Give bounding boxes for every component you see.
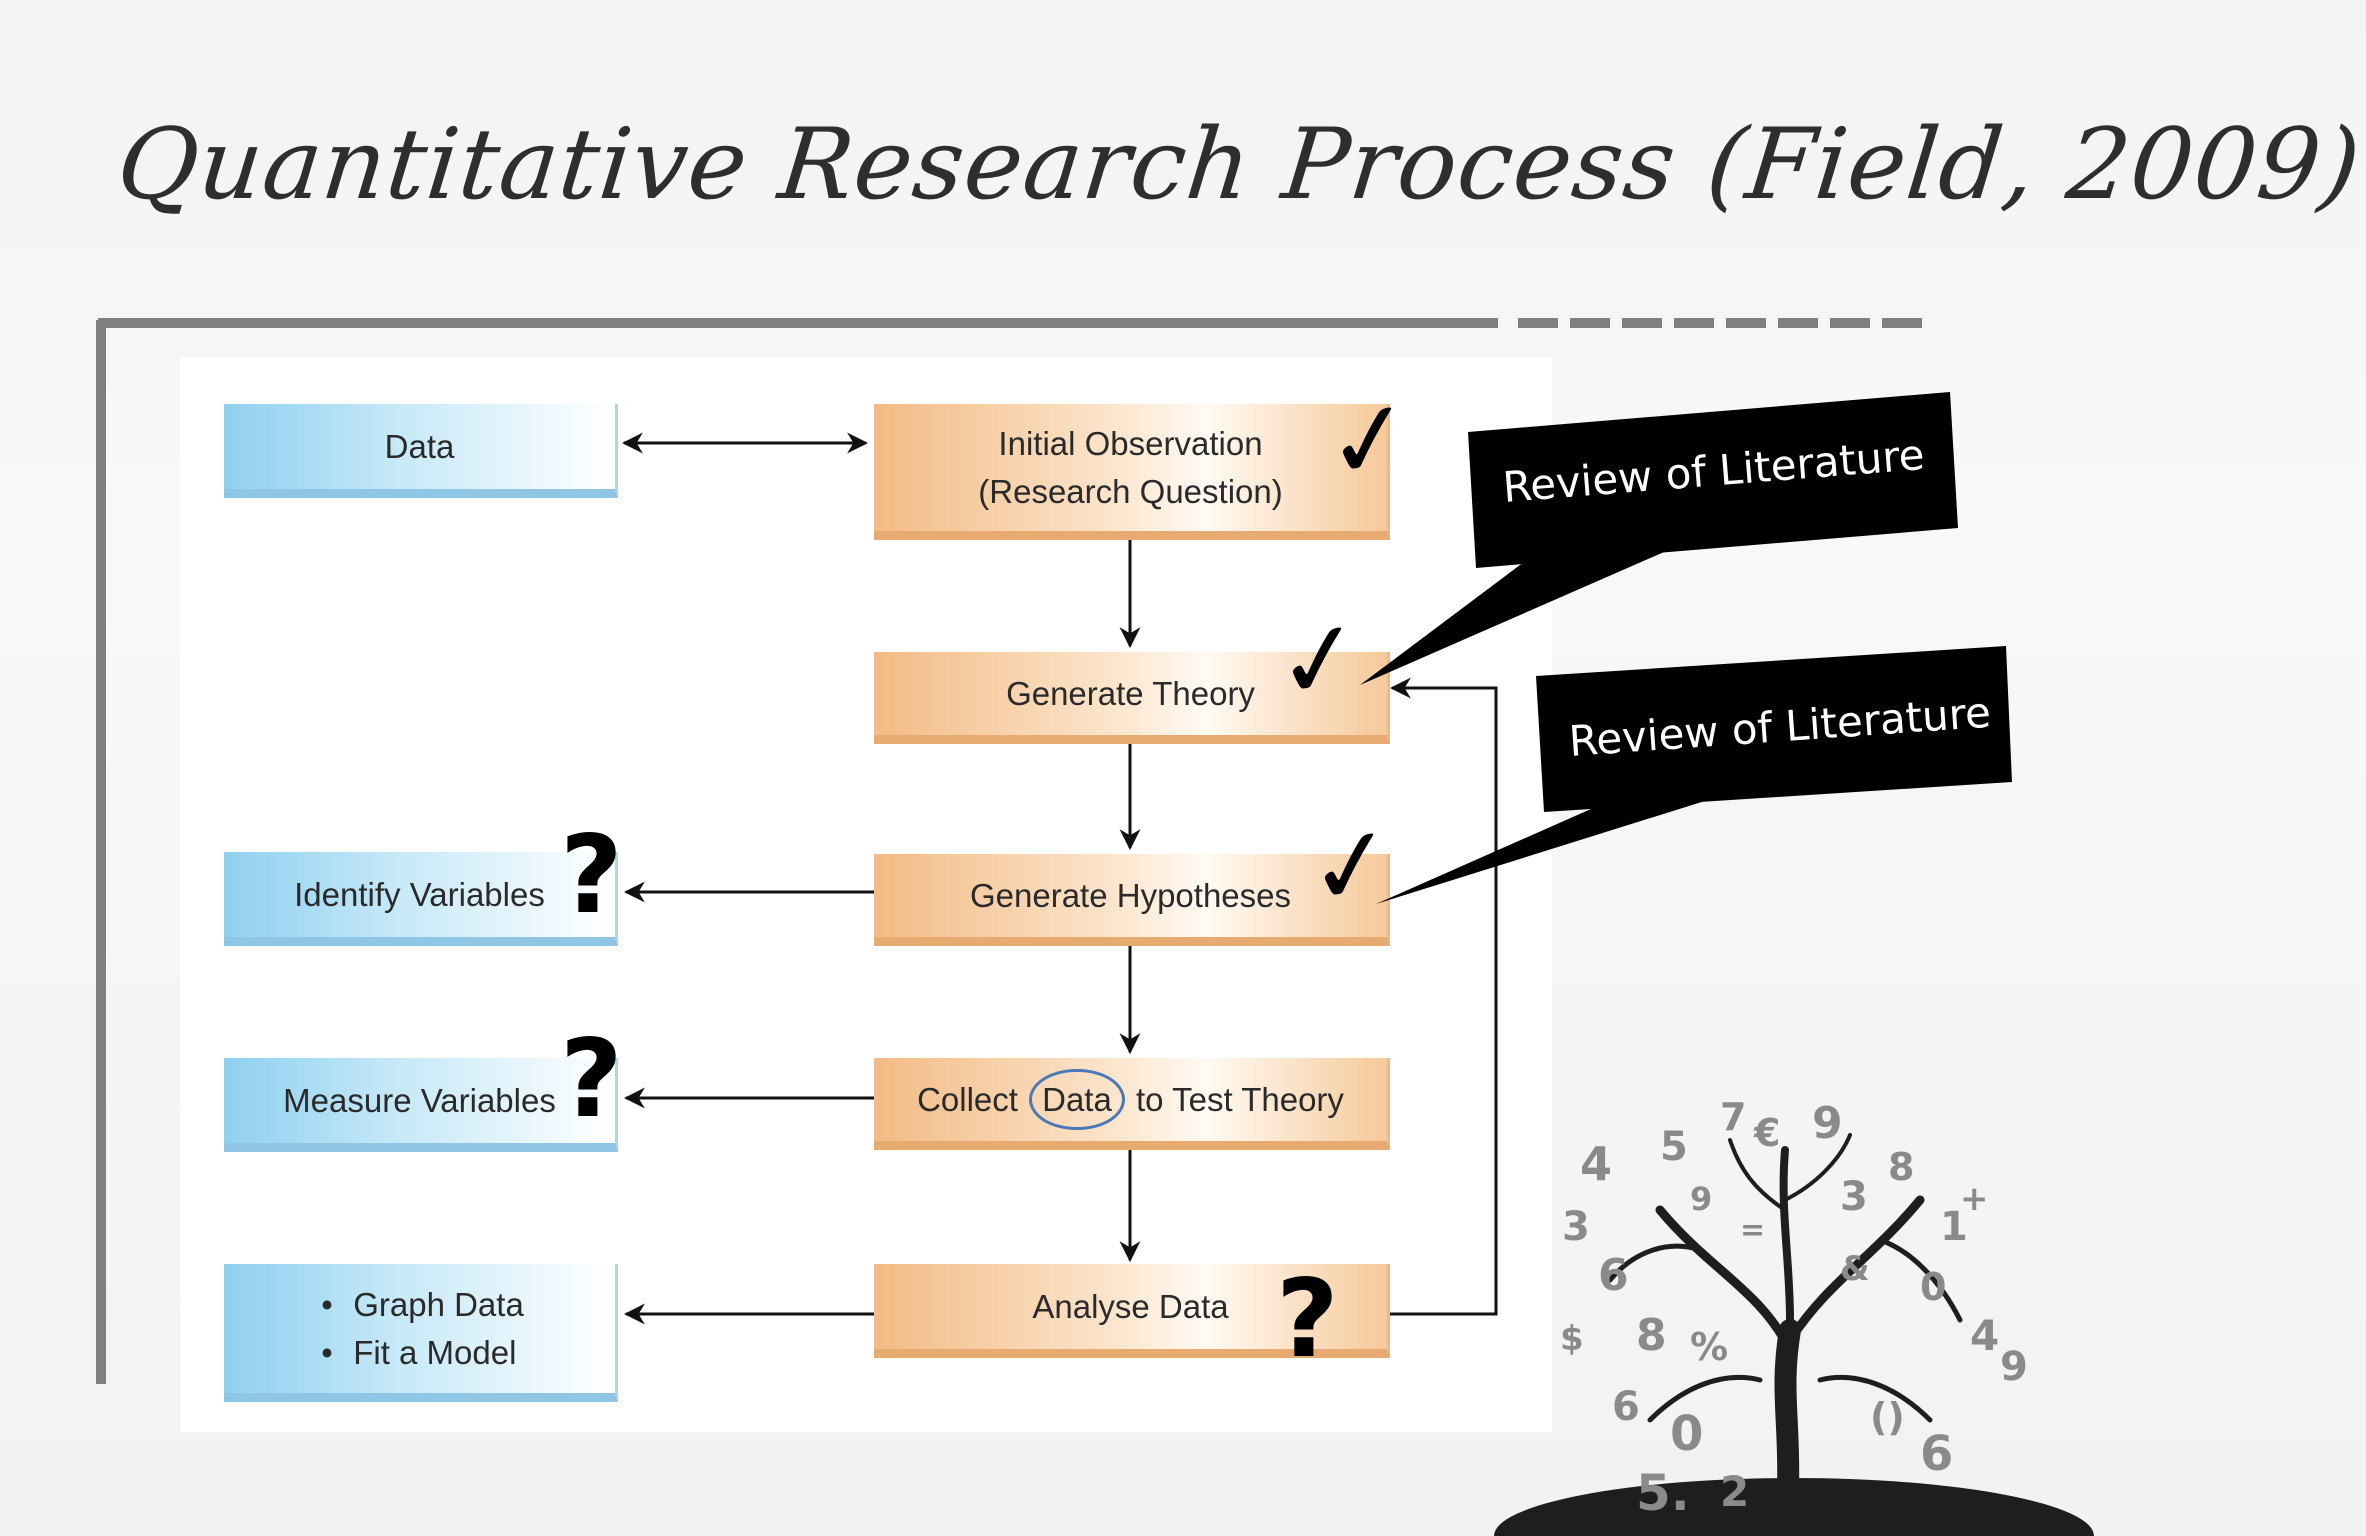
svg-text:8: 8: [1636, 1310, 1667, 1361]
check-mark: ✓: [1299, 799, 1404, 933]
initial-observation-label: Initial Observation: [998, 424, 1263, 462]
check-mark: ✓: [1267, 593, 1372, 727]
callout-bubble: [1536, 646, 2012, 812]
feedback-loop-arrow: [1388, 677, 1498, 1316]
list-item: Fit a Model: [315, 1329, 524, 1377]
callout-pointer: [1360, 545, 1680, 685]
svg-text:=: =: [1740, 1213, 1765, 1248]
frame-dash: [1726, 318, 1766, 328]
initial-observation-box: Initial Observation (Research Question): [874, 404, 1390, 540]
frame-dash: [1570, 318, 1610, 328]
generate-theory-box: Generate Theory: [874, 652, 1390, 744]
svg-text:6: 6: [1598, 1250, 1629, 1301]
svg-text:0: 0: [1920, 1265, 1946, 1309]
frame-dash: [1882, 318, 1922, 328]
svg-text:9: 9: [1690, 1180, 1712, 1218]
svg-text:%: %: [1690, 1325, 1728, 1369]
analyse-data-box: Analyse Data: [874, 1264, 1390, 1358]
svg-text:3: 3: [1840, 1174, 1868, 1220]
measure-variables-box: Measure Variables: [224, 1058, 618, 1152]
generate-theory-label: Generate Theory: [1006, 674, 1255, 712]
svg-text:5.: 5.: [1636, 1464, 1690, 1522]
review-callout-1: Review of Literature: [1360, 392, 1958, 685]
svg-text:8: 8: [1888, 1145, 1914, 1189]
collect-label-start: Collect: [917, 1080, 1018, 1118]
analyse-data-label: Analyse Data: [1032, 1287, 1229, 1325]
generate-hypotheses-box: Generate Hypotheses: [874, 854, 1390, 946]
svg-text:4: 4: [1970, 1311, 1999, 1360]
data-box-label: Data: [384, 427, 455, 465]
callout-pointer: [1376, 790, 1740, 904]
frame-dash: [1830, 318, 1870, 328]
check-mark: ✓: [1317, 373, 1422, 507]
frame-left-rule: [96, 320, 106, 1384]
question-mark: ?: [560, 813, 623, 938]
question-mark: ?: [1276, 1257, 1339, 1382]
svg-text:9: 9: [2000, 1344, 2028, 1390]
svg-text:7: 7: [1720, 1095, 1746, 1139]
analysis-outputs-box: Graph Data Fit a Model: [224, 1264, 618, 1402]
svg-text:5: 5: [1660, 1124, 1688, 1170]
list-item: Graph Data: [315, 1281, 524, 1329]
collect-label-end: to Test Theory: [1136, 1080, 1344, 1118]
frame-dash: [1622, 318, 1662, 328]
callouts: Review of Literature Review of Literatur…: [1360, 392, 2012, 904]
svg-text:1: 1: [1940, 1204, 1968, 1250]
identify-variables-label: Identify Variables: [294, 875, 545, 913]
identify-variables-box: Identify Variables: [224, 852, 618, 946]
measure-variables-label: Measure Variables: [283, 1081, 556, 1119]
svg-text:+: +: [1960, 1179, 1989, 1219]
frame-top-rule: [98, 318, 1498, 328]
review-callout-2: Review of Literature: [1376, 646, 2012, 904]
svg-text:$: $: [1560, 1319, 1584, 1359]
frame-dash: [1674, 318, 1714, 328]
data-box: Data: [224, 404, 618, 498]
numbers-tree-image: 4 3 6 8 % 6 0 5. 2 5 7 € 9 3 8 1 0 4 9 (…: [1494, 1095, 2094, 1536]
frame-dash: [1518, 318, 1558, 328]
svg-text:€: €: [1753, 1111, 1780, 1155]
svg-text:(): (): [1870, 1395, 1905, 1439]
svg-text:&: &: [1840, 1249, 1870, 1289]
collect-data-box: Collect Data to Test Theory: [874, 1058, 1390, 1150]
research-question-label: (Research Question): [978, 472, 1283, 510]
data-highlight: Data: [1029, 1068, 1125, 1131]
svg-text:4: 4: [1580, 1137, 1612, 1191]
question-mark: ?: [560, 1017, 623, 1142]
generate-hypotheses-label: Generate Hypotheses: [969, 876, 1292, 914]
svg-text:0: 0: [1670, 1406, 1703, 1462]
connector-arrows: [621, 432, 1498, 1325]
collect-data-label: Collect Data to Test Theory: [917, 1068, 1344, 1131]
callout-bubble: [1468, 392, 1958, 568]
analysis-outputs-list: Graph Data Fit a Model: [315, 1281, 524, 1377]
frame-dash: [1778, 318, 1818, 328]
svg-text:6: 6: [1612, 1384, 1640, 1430]
svg-text:3: 3: [1562, 1204, 1590, 1250]
svg-text:2: 2: [1720, 1467, 1749, 1516]
svg-text:9: 9: [1812, 1098, 1843, 1149]
svg-text:6: 6: [1920, 1426, 1953, 1482]
